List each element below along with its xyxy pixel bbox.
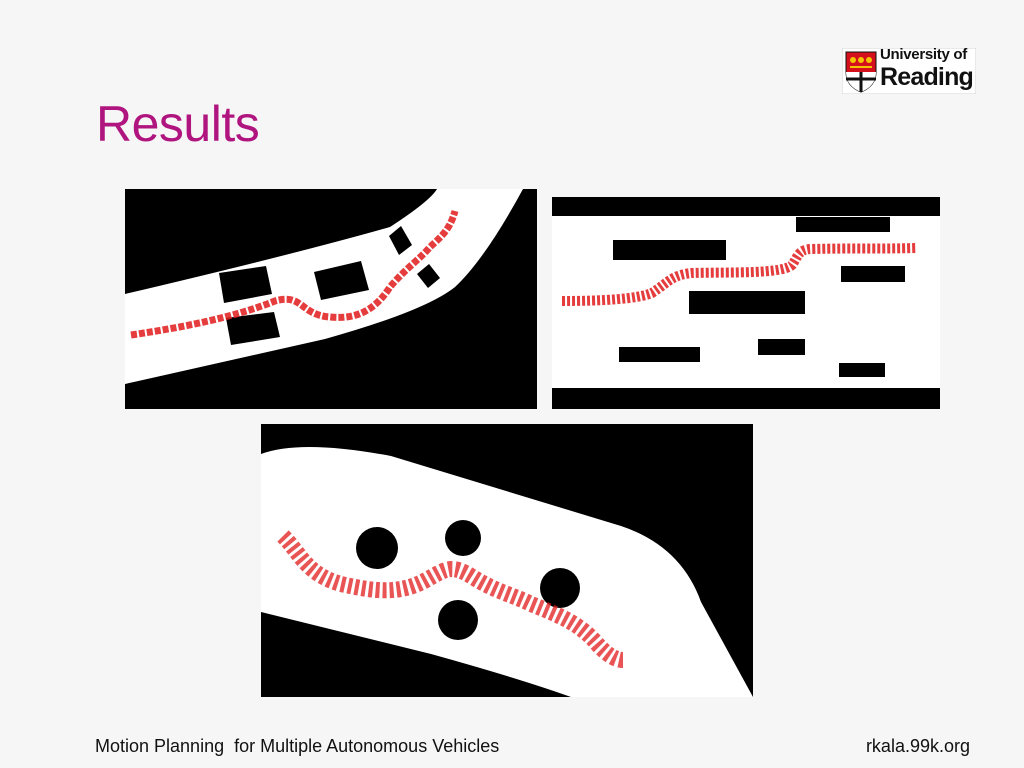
university-crest-icon xyxy=(842,48,976,94)
panel-1-path xyxy=(130,209,459,339)
footer-website: rkala.99k.org xyxy=(865,736,970,756)
panel-1-obstacle xyxy=(389,226,412,255)
panel-3-obstacle xyxy=(438,600,478,640)
panel-2-top-wall xyxy=(552,197,940,216)
panel-2-obstacle xyxy=(613,240,726,260)
panel-3-obstacle xyxy=(540,568,580,608)
panel-2-obstacle xyxy=(689,291,805,314)
panel-1-obstacle xyxy=(219,266,272,303)
panel-2-bottom-wall xyxy=(552,388,940,409)
result-panel-corridor xyxy=(552,197,940,409)
panel-3-obstacle xyxy=(356,527,398,569)
panel-2-obstacle xyxy=(796,217,890,232)
university-logo-wordmark: University of Reading xyxy=(880,46,980,90)
logo-line-1: University of xyxy=(880,46,967,63)
panel-2-obstacle xyxy=(758,339,805,355)
panel-3-path xyxy=(277,530,624,668)
slide-title: Results xyxy=(96,96,260,152)
panel-2-path xyxy=(561,243,917,306)
result-panel-road-rectangles xyxy=(125,189,537,409)
logo-line-2: Reading xyxy=(880,63,974,91)
panel-1-obstacle xyxy=(226,312,280,345)
panel-1-obstacle xyxy=(417,264,440,288)
panel-2-obstacle xyxy=(841,266,905,282)
footer-presentation-title: Motion Planning for Multiple Autonomous … xyxy=(95,736,500,756)
panel-3-road xyxy=(261,446,753,697)
panel-2-obstacle xyxy=(619,347,700,362)
result-panel-road-circles xyxy=(261,424,753,697)
panel-1-obstacle xyxy=(314,261,369,300)
panel-2-obstacle xyxy=(839,363,885,377)
panel-3-obstacle xyxy=(445,520,481,556)
